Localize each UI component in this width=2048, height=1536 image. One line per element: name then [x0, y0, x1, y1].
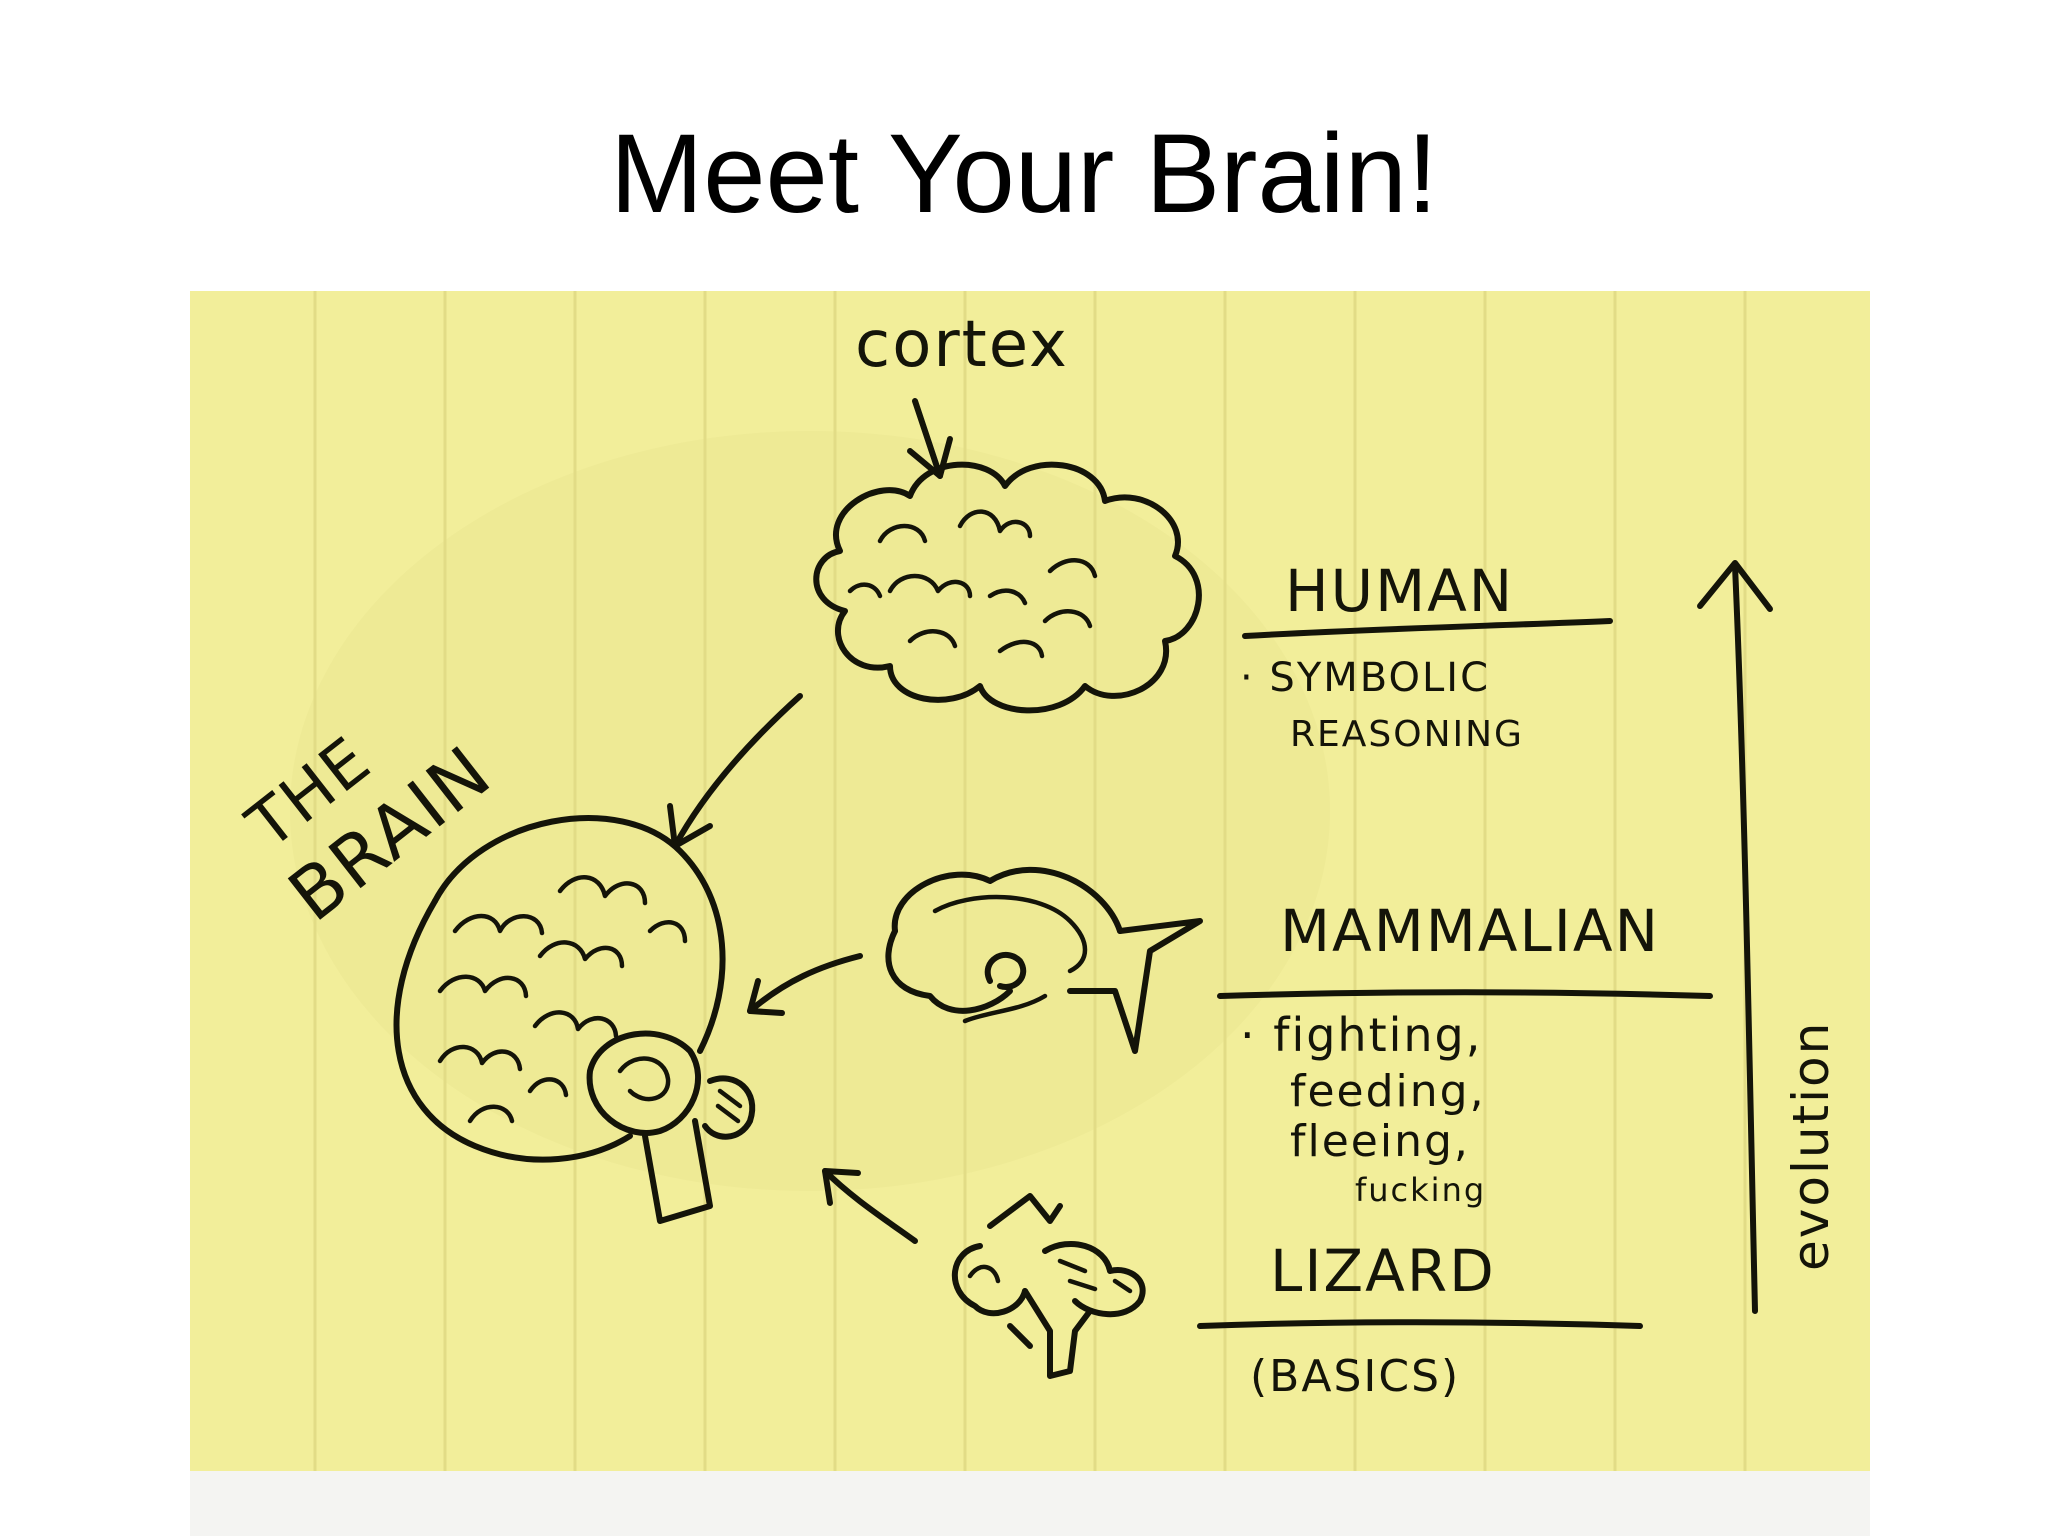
level-lizard-detail-1: (BASICS) — [1250, 1351, 1460, 1402]
slide-title: Meet Your Brain! — [609, 111, 1439, 236]
lizard-brain-drawing — [951, 1193, 1146, 1379]
level-mammalian-detail-1: · fighting, — [1240, 1008, 1482, 1062]
level-mammalian-detail-4: fucking — [1355, 1171, 1486, 1209]
level-mammalian: MAMMALIAN · fighting, feeding, fleeing, … — [1217, 897, 1713, 1209]
level-mammalian-detail-3: fleeing, — [1290, 1116, 1470, 1167]
cortex-label: cortex — [855, 308, 1069, 382]
level-mammalian-detail-2: feeding, — [1290, 1066, 1486, 1117]
level-human-detail-1: · SYMBOLIC — [1240, 655, 1490, 701]
mammalian-brain-drawing — [885, 866, 1203, 1054]
photo-bottom-edge — [190, 1471, 1870, 1536]
cortex-arrow — [907, 398, 953, 479]
level-lizard-underline — [1197, 1319, 1643, 1329]
ruled-lines — [313, 291, 1747, 1471]
level-human-detail-2: REASONING — [1290, 714, 1524, 755]
sketch-photo: cortex — [190, 291, 1870, 1471]
level-human: HUMAN · SYMBOLIC REASONING — [1240, 557, 1613, 755]
level-mammalian-underline — [1217, 989, 1713, 999]
mammalian-to-brain-arrow — [747, 953, 863, 1016]
level-mammalian-name: MAMMALIAN — [1280, 897, 1660, 965]
cortex-drawing — [813, 461, 1202, 714]
lizard-to-brain-arrow — [822, 1168, 918, 1244]
evolution-label: evolution — [1782, 1021, 1840, 1271]
evolution-arrow — [1697, 560, 1773, 1314]
level-lizard: LIZARD (BASICS) — [1197, 1237, 1643, 1402]
level-human-underline — [1242, 618, 1613, 639]
brain-sketch: cortex — [190, 291, 1870, 1471]
whole-brain-drawing — [393, 815, 756, 1224]
level-human-name: HUMAN — [1285, 557, 1514, 625]
paper-shadow — [290, 431, 1330, 1191]
paper-background — [190, 291, 1870, 1471]
level-lizard-name: LIZARD — [1270, 1237, 1496, 1305]
